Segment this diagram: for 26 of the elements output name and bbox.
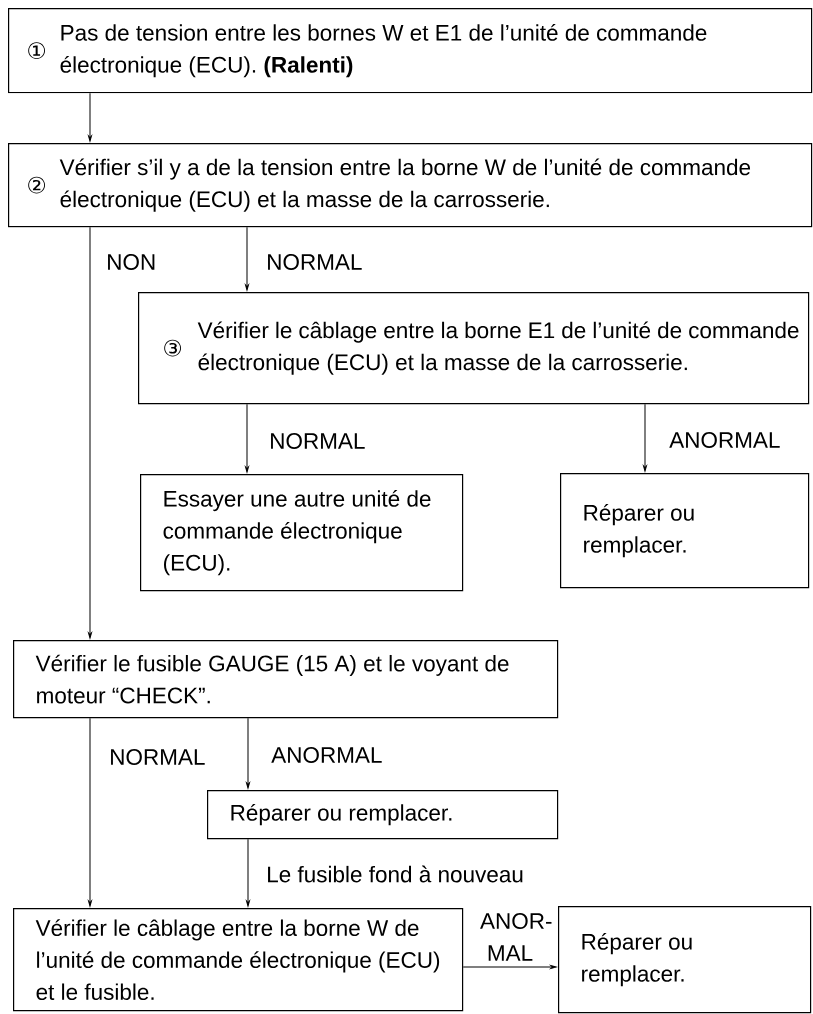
edge-label: ANORMAL: [271, 747, 382, 763]
edge-label: ANOR- MAL: [480, 913, 552, 961]
edge-label: NORMAL: [111, 749, 205, 765]
process-box: Réparer ou remplacer.: [558, 906, 812, 1014]
arrow: [245, 403, 249, 473]
process-box: ③ Vérifier le câblage entre la borne E1 de l’unité de commande électronique (ECU) et la masse de la carrosserie.: [138, 292, 810, 405]
arrow: [88, 92, 92, 142]
arrow: [246, 838, 250, 907]
arrow: [643, 403, 647, 472]
edge-label: ANORMAL: [669, 432, 780, 448]
process-box: ① Pas de tension entre les bornes W et E1 de l’unité de commande électronique (ECU). (Ralenti): [8, 8, 813, 94]
arrow: [88, 717, 92, 907]
edge-label: NORMAL: [268, 254, 362, 270]
process-box: Vérifier le fusible GAUGE (15 A) et le voyant de moteur “CHECK”.: [13, 640, 559, 719]
edge-label: NORMAL: [271, 433, 365, 449]
arrow: [462, 965, 557, 969]
process-box: Essayer une autre unité de commande électronique (ECU).: [140, 474, 464, 592]
arrow: [246, 717, 250, 789]
arrow: [88, 226, 92, 639]
edge-label: Le fusible fond à nouveau: [268, 865, 523, 883]
arrow: [245, 226, 249, 291]
process-box: Vérifier le câblage entre la borne W de l’unité de commande électronique (ECU) et le fusible.: [13, 908, 464, 1012]
edge-label: NON: [108, 254, 155, 270]
process-box: ② Vérifier s’il y a de la tension entre la borne W de l’unité de commande électronique (ECU) et la masse de la carrosserie.: [8, 143, 813, 228]
process-box: Réparer ou remplacer.: [560, 473, 810, 589]
process-box: Réparer ou remplacer.: [207, 790, 559, 840]
